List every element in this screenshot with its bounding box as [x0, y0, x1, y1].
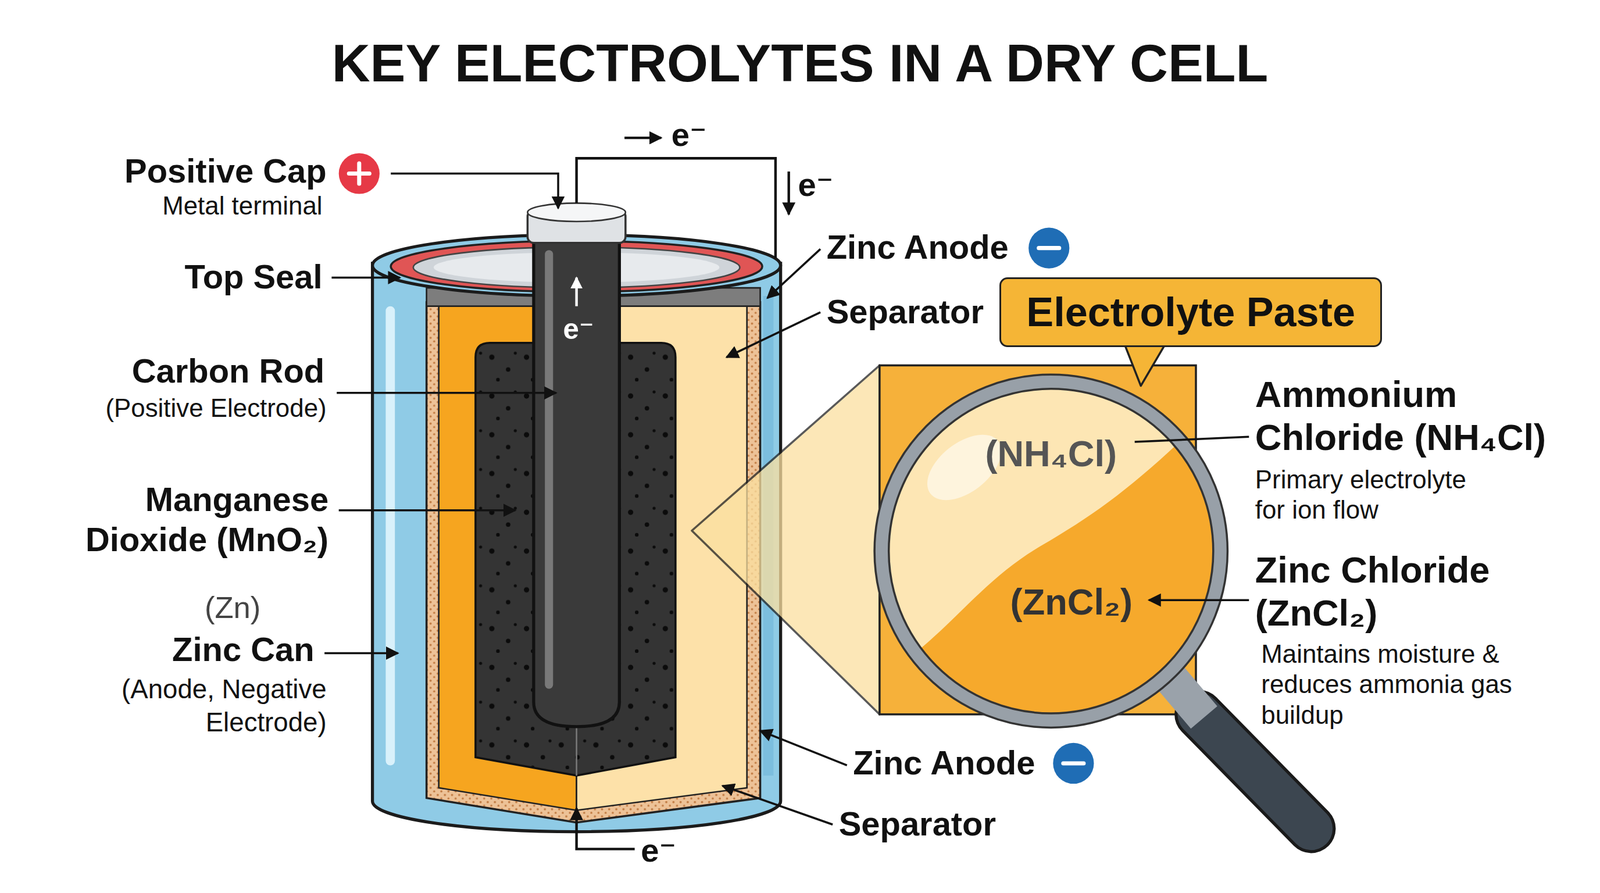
- minus-symbol: [1052, 743, 1094, 784]
- leader-line: [726, 312, 821, 357]
- magnifier-handle: [1198, 714, 1312, 830]
- electron-arrow: [624, 136, 662, 139]
- callout-title: Electrolyte Paste: [1026, 287, 1356, 337]
- electron-flow: [576, 137, 789, 849]
- part-label: Zinc Anode: [852, 743, 1035, 784]
- part-label: Zinc Can: [172, 629, 315, 671]
- electrolyte-label: Zinc Chloride (ZnCl₂): [1255, 548, 1572, 635]
- electron-arrow: [575, 277, 578, 307]
- part-label: Separator: [838, 804, 996, 845]
- part-label: Positive Cap: [124, 151, 327, 192]
- symbol-label: (Zn): [204, 588, 262, 626]
- minus-symbol: [1028, 227, 1070, 269]
- part-note: Metal terminal: [162, 190, 323, 222]
- leader-line: [1148, 598, 1249, 602]
- electron-label: e⁻: [640, 830, 677, 870]
- minus-symbol: [1038, 245, 1060, 250]
- diagram-title: KEY ELECTROLYTES IN A DRY CELL: [0, 31, 1600, 96]
- plus-symbol: [348, 163, 370, 184]
- carbon-rod: [533, 232, 620, 727]
- electron-label: e⁻: [671, 115, 707, 155]
- part-note: (Anode, Negative Electrode): [81, 672, 327, 739]
- plus-symbol: [338, 152, 380, 194]
- zoom-funnel: [691, 365, 880, 714]
- part-label: Zinc Anode: [826, 227, 1009, 269]
- magnifier-lens: (NH₄Cl) (ZnCl₂): [887, 387, 1215, 715]
- leader-line: [390, 173, 559, 209]
- leader-line: [338, 509, 516, 512]
- electron-label: e⁻: [797, 165, 834, 205]
- electron-arrow: [787, 171, 790, 215]
- electron-label: e⁻: [563, 312, 595, 347]
- part-label: Separator: [826, 291, 984, 333]
- polarity-symbols: [338, 152, 1095, 784]
- electrolyte-label: Ammonium Chloride (NH₄Cl): [1255, 373, 1572, 460]
- part-label: Carbon Rod: [131, 351, 325, 392]
- part-label: Top Seal: [184, 256, 323, 298]
- handle-outline: [1198, 714, 1312, 830]
- leader-line: [324, 652, 398, 655]
- lens-formula: (NH₄Cl): [984, 431, 1117, 477]
- can-highlight: [385, 306, 395, 766]
- leader-line: [767, 248, 821, 298]
- part-label: Manganese Dioxide (MnO₂): [48, 479, 330, 561]
- minus-symbol: [1063, 761, 1084, 766]
- leader-line: [1134, 436, 1250, 442]
- lens-rim-inner: [888, 388, 1214, 714]
- leader-line: [760, 730, 848, 766]
- electron-arrow: [576, 808, 635, 849]
- electrolyte-note: Maintains moisture & reduces ammonia gas…: [1261, 638, 1527, 731]
- external-wire: [576, 158, 776, 259]
- lens-formula: (ZnCl₂): [1010, 580, 1134, 625]
- lens-rim-outer: [874, 374, 1228, 728]
- leader-line: [331, 276, 400, 280]
- electrolyte-note: Primary electrolyte for ion flow: [1255, 464, 1485, 526]
- positive-cap-top: [527, 202, 625, 222]
- lens-rim: [881, 381, 1221, 721]
- leader-lines: [324, 173, 1249, 825]
- part-note: (Positive Electrode): [105, 393, 327, 424]
- leader-line: [336, 391, 556, 395]
- rod-highlight: [544, 250, 553, 689]
- leader-line: [722, 786, 834, 825]
- callout-box: Electrolyte Paste: [999, 277, 1382, 347]
- zoom-callout: [691, 338, 1312, 829]
